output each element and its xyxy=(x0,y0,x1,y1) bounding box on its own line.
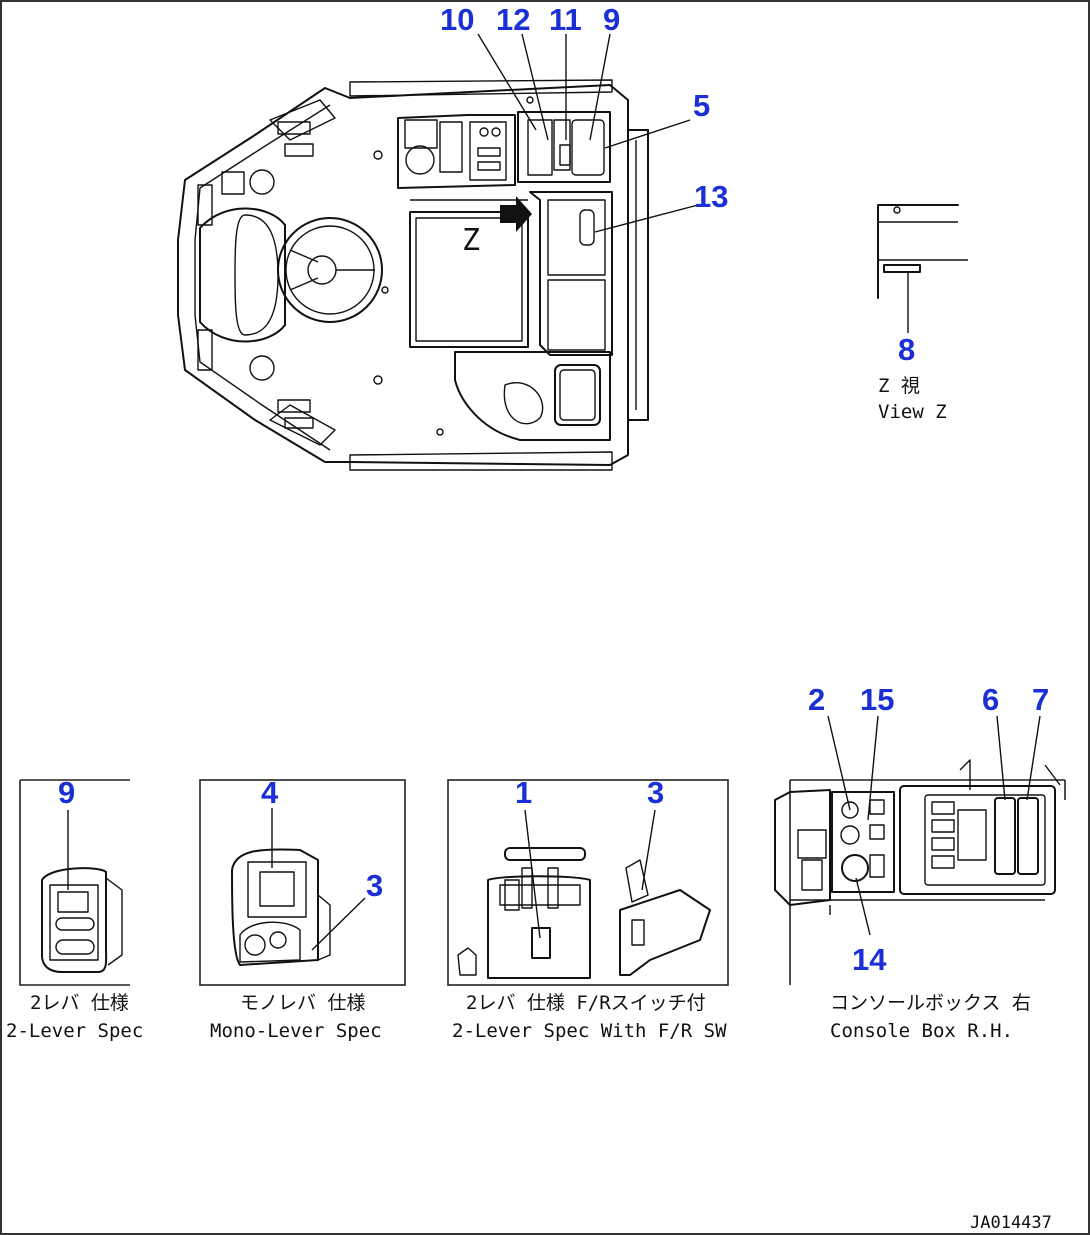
view-z-marker: Z xyxy=(462,223,480,258)
caption-two-lever-jp: 2レバ 仕様 xyxy=(30,992,129,1014)
caption-view-z-en: View Z xyxy=(878,401,947,423)
callout-9-box: 9 xyxy=(58,775,75,810)
callout-5: 5 xyxy=(693,88,710,123)
callout-8: 8 xyxy=(898,332,915,367)
panel-two-lever-fr xyxy=(447,779,729,986)
caption-console-en: Console Box R.H. xyxy=(830,1020,1013,1042)
panel-mono-lever xyxy=(199,779,406,986)
callout-3-fr: 3 xyxy=(647,775,664,810)
caption-two-lever-en: 2-Lever Spec xyxy=(6,1020,143,1042)
panel-console-box xyxy=(774,715,1066,985)
callout-6: 6 xyxy=(982,682,999,717)
callout-9-top: 9 xyxy=(603,2,620,37)
callout-11: 11 xyxy=(549,2,582,37)
callout-1: 1 xyxy=(515,775,532,810)
callout-3-mono: 3 xyxy=(366,868,383,903)
cab-top-view: Z xyxy=(177,79,649,471)
callout-15: 15 xyxy=(860,682,894,717)
view-z-detail xyxy=(877,204,968,333)
callout-10: 10 xyxy=(440,2,474,37)
caption-console-jp: コンソールボックス 右 xyxy=(830,992,1031,1014)
callout-7: 7 xyxy=(1032,682,1049,717)
callout-4: 4 xyxy=(261,775,279,810)
callout-2: 2 xyxy=(808,682,825,717)
caption-mono-lever-en: Mono-Lever Spec xyxy=(210,1020,382,1042)
panel-two-lever xyxy=(19,779,130,986)
caption-view-z-jp: Z 視 xyxy=(878,375,920,397)
callout-12: 12 xyxy=(496,2,530,37)
view-direction-arrow-icon xyxy=(500,196,532,232)
caption-two-lever-fr-jp: 2レバ 仕様 F/Rスイッチ付 xyxy=(466,992,706,1014)
caption-two-lever-fr-en: 2-Lever Spec With F/R SW xyxy=(452,1020,727,1042)
caption-mono-lever-jp: モノレバ 仕様 xyxy=(240,992,365,1014)
callout-13: 13 xyxy=(694,179,728,214)
drawing-number: JA014437 xyxy=(970,1213,1052,1233)
callout-14: 14 xyxy=(852,942,887,977)
top-leader-lines xyxy=(477,33,699,233)
